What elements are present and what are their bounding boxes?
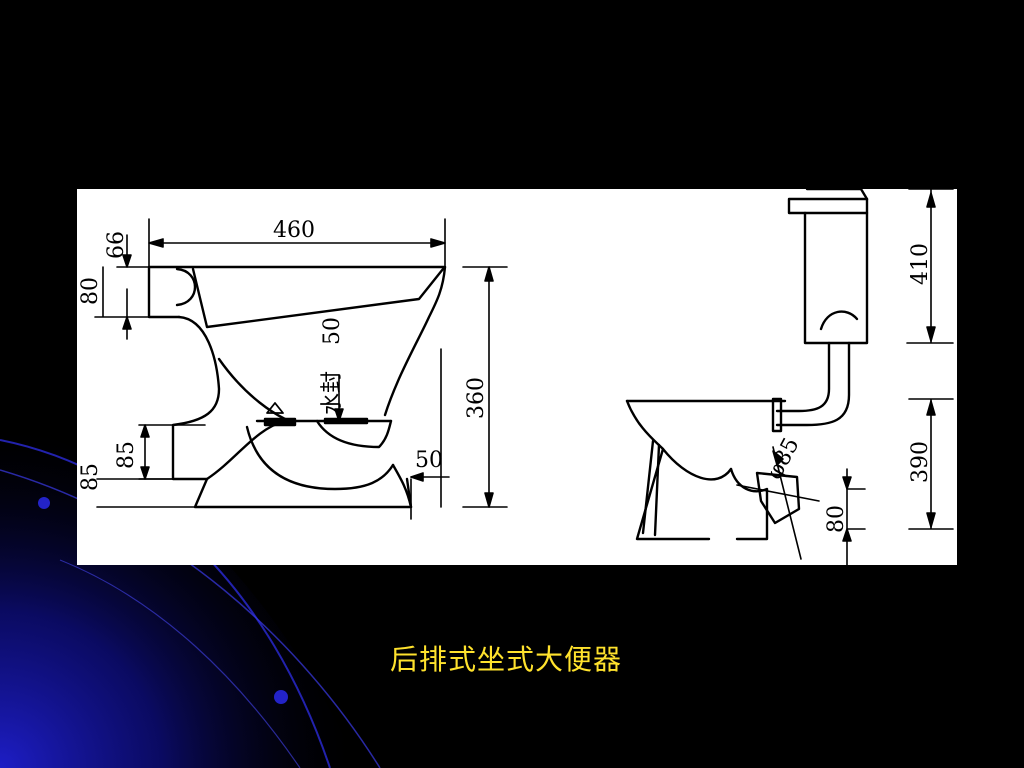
- side-pedestal-left: [641, 439, 661, 537]
- dim-85-inner-arrow-b: [140, 466, 150, 480]
- dim-80-side-arrow-a: [842, 476, 852, 490]
- side-outlet: [729, 467, 769, 541]
- decor-dot-1: [38, 497, 50, 509]
- front-trap-upper: [217, 357, 287, 421]
- dim-50-line: [410, 348, 450, 520]
- front-water-fill-2: [323, 417, 369, 425]
- slide-caption: 后排式坐式大便器: [389, 643, 622, 676]
- dim-water-seal-arrow: [334, 408, 344, 422]
- dim-410-arrow-top: [926, 192, 936, 208]
- dim-80-top-line: [94, 266, 150, 318]
- front-outer-contour: [383, 265, 447, 417]
- front-water-fill-1: [263, 417, 297, 427]
- front-outlet-right: [391, 463, 413, 509]
- dim-460-arrow-right: [430, 238, 446, 248]
- front-rear-notch: [175, 267, 196, 307]
- dim-phi85-arrow: [772, 450, 784, 466]
- side-pipe-coupling: [771, 397, 783, 433]
- dim-390-line: [908, 398, 954, 530]
- side-flush-pipe: [775, 341, 851, 427]
- dim-410-line: [906, 189, 954, 344]
- label-water-seal-value: 50: [320, 317, 345, 345]
- front-bowl-inner: [191, 267, 445, 329]
- label-50-bottom: 50: [415, 448, 443, 473]
- side-tank-body: [803, 211, 869, 345]
- decor-arc-2: [0, 469, 381, 768]
- side-bowl-inner: [661, 447, 733, 481]
- dim-66-arrow: [122, 254, 132, 268]
- front-back-contour: [171, 315, 287, 481]
- decor-arc-3: [59, 559, 301, 768]
- side-bowl-outer: [625, 399, 711, 541]
- dim-410-arrow-bottom: [926, 326, 936, 342]
- toilet-drawing: 460 66 80 水封 50 360 85 85 50 410 390 φ85…: [78, 189, 954, 565]
- side-tank-cap: [805, 189, 869, 201]
- front-rear-block: [147, 265, 181, 319]
- dim-390-arrow-bottom: [926, 512, 936, 528]
- side-tank-lid: [787, 197, 869, 215]
- dim-390-arrow-top: [926, 400, 936, 416]
- decor-dot-2: [274, 690, 288, 704]
- technical-drawing-panel: 460 66 80 水封 50 360 85 85 50 410 390 φ85…: [77, 189, 957, 565]
- dim-80-side-arrow-b: [842, 528, 852, 542]
- label-390: 390: [908, 441, 933, 483]
- label-410: 410: [908, 243, 933, 285]
- label-phi85: φ85: [762, 434, 804, 484]
- side-tank-inner: [819, 310, 859, 331]
- dim-phi85-line: [736, 446, 820, 560]
- label-85-outer: 85: [78, 463, 103, 491]
- front-trap-weir: [315, 419, 393, 449]
- label-66: 66: [104, 231, 129, 259]
- dim-460-arrow-left: [148, 238, 164, 248]
- label-80-side: 80: [824, 505, 849, 533]
- side-outlet-socket: [755, 471, 801, 525]
- dim-85-outer-line: [96, 478, 206, 508]
- label-80-top: 80: [78, 277, 103, 305]
- front-trap-curve: [245, 425, 395, 491]
- label-water-seal: 水封: [320, 371, 345, 415]
- dim-85-inner-arrow-a: [140, 424, 150, 438]
- dim-360-arrow-bottom: [484, 492, 494, 508]
- front-base: [193, 477, 413, 509]
- label-360: 360: [464, 377, 489, 419]
- dim-360-line: [462, 266, 508, 508]
- dim-50-arrow: [410, 472, 424, 482]
- dim-360-arrow-top: [484, 266, 494, 282]
- label-460: 460: [273, 218, 315, 243]
- front-water-marker: [266, 402, 284, 414]
- label-85-inner: 85: [114, 441, 139, 469]
